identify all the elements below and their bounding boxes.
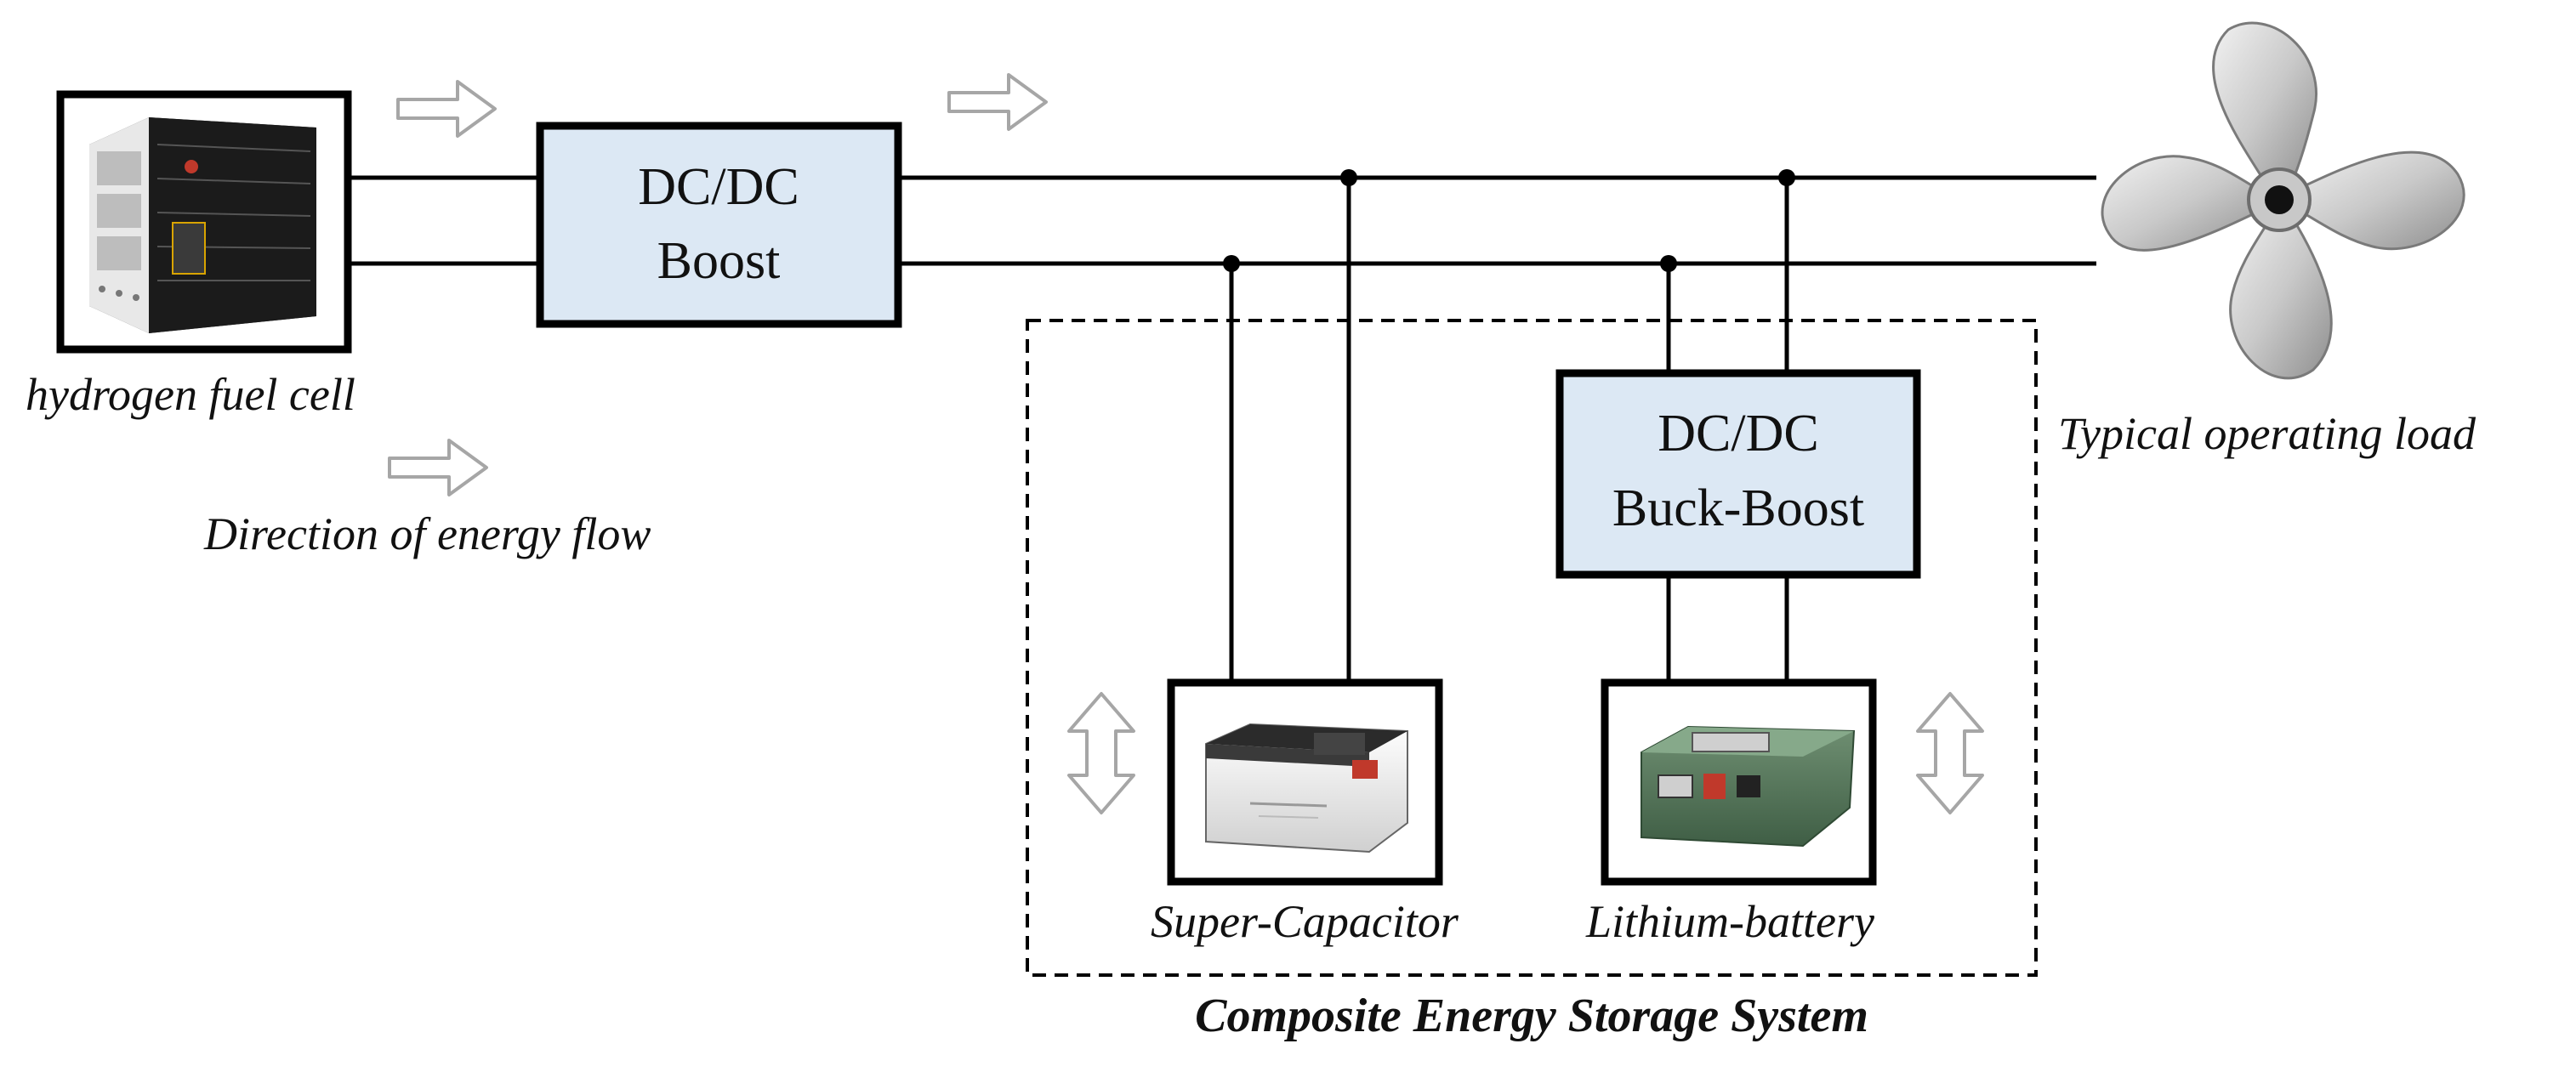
buck-boost-converter-box [1555, 369, 1921, 579]
battery-label: Lithium-battery [1585, 896, 1874, 947]
junction-dot [1340, 169, 1357, 186]
flow-arrow-right-icon [396, 80, 497, 138]
battery-block [1601, 678, 1877, 886]
storage-system-boundary [1026, 319, 2038, 977]
boost-converter-line2: Boost [657, 232, 781, 290]
junction-dots [1223, 169, 1795, 272]
buck-boost-converter-line2: Buck-Boost [1612, 479, 1864, 537]
wiring [350, 175, 2096, 683]
flow-arrow-right-icon [388, 439, 488, 496]
storage-system-label: Composite Energy Storage System [1195, 990, 1868, 1042]
boost-converter: DC/DC Boost [536, 122, 902, 328]
fuel-cell-block [56, 90, 352, 354]
fuel-cell-icon [89, 117, 316, 333]
buck-boost-converter-line1: DC/DC [1658, 405, 1818, 462]
buck-boost-converter: DC/DC Buck-Boost [1555, 369, 1921, 579]
bidirectional-arrow-icon [1067, 692, 1135, 814]
propeller-icon [2101, 21, 2465, 380]
load-label: Typical operating load [2058, 408, 2476, 459]
flow-direction-label: Direction of energy flow [203, 508, 651, 559]
supercapacitor-icon [1205, 723, 1408, 854]
junction-dot [1660, 255, 1677, 272]
flow-arrow-right-icon [947, 73, 1048, 131]
supercap-block [1167, 678, 1443, 886]
supercap-label: Super-Capacitor [1151, 896, 1459, 947]
flow-arrows [388, 73, 1984, 814]
junction-dot [1778, 169, 1795, 186]
battery-box-icon [1641, 725, 1856, 848]
boost-converter-box [536, 122, 902, 328]
fuel-cell-label: hydrogen fuel cell [26, 369, 355, 420]
bidirectional-arrow-icon [1916, 692, 1984, 814]
junction-dot [1223, 255, 1240, 272]
boost-converter-line1: DC/DC [638, 158, 799, 216]
